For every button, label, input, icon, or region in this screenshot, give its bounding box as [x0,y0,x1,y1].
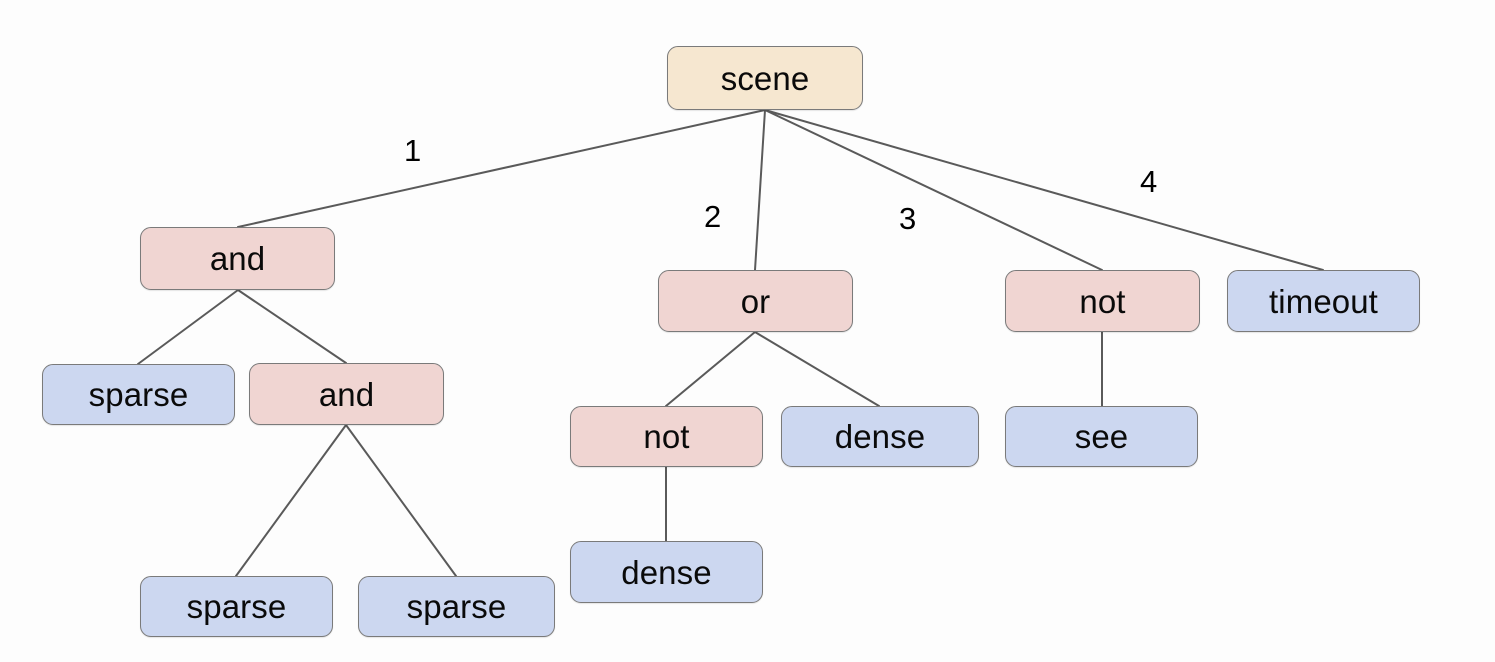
tree-node-sparse3[interactable]: sparse [358,576,555,637]
tree-node-and1[interactable]: and [140,227,335,290]
tree-node-or1[interactable]: or [658,270,853,332]
edge-label: 2 [704,199,722,234]
tree-node-not2[interactable]: not [570,406,763,467]
tree-node-and2[interactable]: and [249,363,444,425]
edge-label: 4 [1140,164,1158,199]
tree-node-scene[interactable]: scene [667,46,863,110]
tree-edge [665,331,756,407]
tree-edge [764,109,1324,271]
tree-edge [764,109,1103,271]
tree-edge [237,109,766,228]
tree-edge [237,289,347,364]
tree-node-dense2[interactable]: dense [570,541,763,603]
tree-edge [235,424,347,577]
tree-node-see1[interactable]: see [1005,406,1198,467]
tree-edge [137,289,239,365]
tree-node-sparse1[interactable]: sparse [42,364,235,425]
tree-edge [754,109,766,271]
tree-node-not1[interactable]: not [1005,270,1200,332]
edge-label: 3 [899,201,917,236]
tree-edge [754,331,880,407]
tree-edge [345,424,457,577]
tree-node-sparse2[interactable]: sparse [140,576,333,637]
edge-label: 1 [404,133,422,168]
tree-node-dense1[interactable]: dense [781,406,979,467]
tree-node-timeout1[interactable]: timeout [1227,270,1420,332]
